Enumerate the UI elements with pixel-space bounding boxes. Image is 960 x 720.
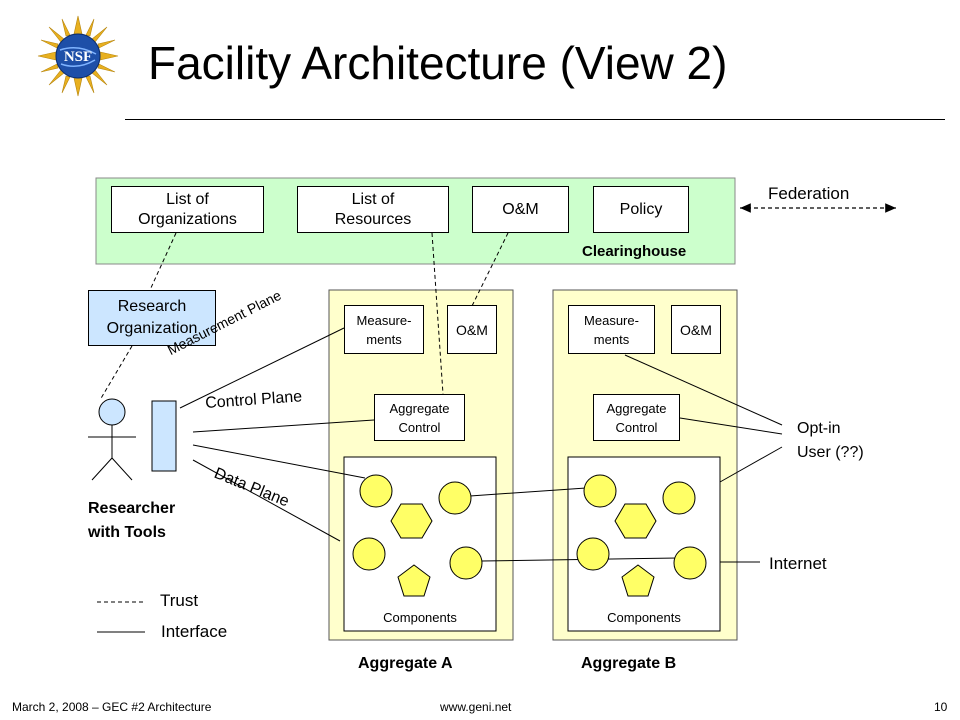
page-number: 10 [934,700,948,714]
aggregate-b-control-line-1: Aggregate [606,400,667,416]
aggregate-b-om-box: O&M [671,305,721,354]
nsf-logo-icon: NSF [37,15,119,97]
component-b-pentagon [621,564,655,597]
clearinghouse-om-label: O&M [502,200,539,218]
list-of-resources-box: List of Resources [297,186,449,233]
data-plane-line-lower [192,459,341,542]
svg-text:NSF: NSF [64,49,92,65]
legend-trust-label: Trust [160,591,199,610]
legend-interface-label: Interface [161,622,228,641]
optin-user-label: Opt-in User (??) [797,417,864,465]
component-b-circle-3 [576,537,610,571]
data-plane-line-upper [192,444,366,479]
researcher-label-line-1: Researcher [88,500,176,517]
aggregate-a-control-line-2: Control [398,419,441,435]
optin-components-line [719,446,783,483]
list-of-organizations-box: List of Organizations [111,186,264,233]
clearinghouse-label: Clearinghouse [582,243,687,260]
component-b-circle-2 [662,481,696,515]
trust-line-researcher [99,345,133,401]
policy-box: Policy [593,186,689,233]
research-organization-box: Research Organization [88,290,216,346]
policy-label: Policy [619,200,663,218]
aggregate-a-measurements-line-1: Measure- [356,312,412,328]
aggregate-b-components-label: Components [607,610,681,625]
footer-center: www.geni.net [440,700,512,714]
measurement-plane-line [179,327,345,409]
component-a-hexagon [390,503,433,539]
aggregate-b-om-label: O&M [680,321,712,338]
component-b-circle-1 [583,474,617,508]
federation-label: Federation [768,184,850,203]
aggregate-a-measurements-line-2: ments [366,331,402,347]
list-of-resources-line-1: List of [351,190,395,208]
trust-line-resources [431,232,444,395]
component-a-circle-4 [449,546,483,580]
optin-user-line-1: Opt-in [797,420,841,437]
internet-label: Internet [769,554,827,573]
researcher-label: Researcher with Tools [88,497,175,545]
aggregate-a-label: Aggregate A [358,655,453,672]
list-of-organizations-line-1: List of [166,190,209,208]
aggregate-a-control-line-1: Aggregate [389,400,450,416]
aggregate-b-control-line-2: Control [615,419,658,435]
page-title: Facility Architecture (View 2) [148,37,728,89]
optin-user-line-2: User (??) [797,444,864,461]
component-a-circle-1 [359,474,393,508]
aggregate-a-om-box: O&M [447,305,497,354]
trust-line-organizations [149,232,177,291]
component-b-hexagon [614,503,657,539]
aggregate-b-label: Aggregate B [581,655,677,672]
researcher-label-line-2: with Tools [88,524,166,541]
list-of-organizations-line-2: Organizations [138,210,237,228]
aggregate-a-control-box: Aggregate Control [374,394,465,441]
aggregate-b-control-box: Aggregate Control [593,394,680,441]
research-organization-line-2: Organization [106,320,198,337]
component-b-circle-4 [673,546,707,580]
optin-measurements-line [624,354,783,426]
title-divider [125,119,945,120]
inter-aggregate-line-upper [469,487,587,497]
clearinghouse-om-box: O&M [472,186,569,233]
aggregate-a-om-label: O&M [456,321,488,338]
component-a-circle-3 [352,537,386,571]
aggregate-b-measurements-line-1: Measure- [584,312,639,328]
research-organization-line-1: Research [117,298,187,315]
aggregate-b-measurements-box: Measure- ments [568,305,655,354]
control-plane-line [192,419,375,433]
component-a-pentagon [397,564,431,597]
nsf-logo: NSF [36,14,120,98]
list-of-resources-line-2: Resources [334,210,412,228]
aggregate-a-components-label: Components [383,610,457,625]
aggregate-b-measurements-line-2: ments [593,331,630,347]
researcher-figure [88,398,136,481]
footer-left: March 2, 2008 – GEC #2 Architecture [12,700,212,714]
aggregate-a-measurements-box: Measure- ments [344,305,424,354]
optin-control-line [679,417,783,435]
researcher-tools-icon [151,400,177,472]
component-a-circle-2 [438,481,472,515]
